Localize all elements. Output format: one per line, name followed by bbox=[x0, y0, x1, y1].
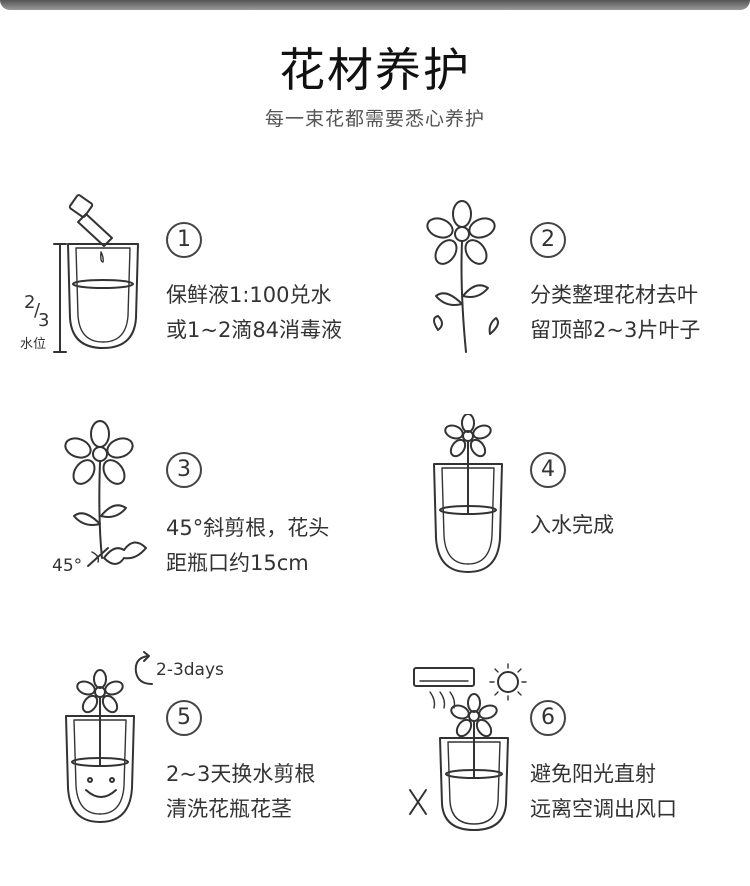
step-6-line2: 远离空调出风口 bbox=[530, 797, 677, 821]
page-title: 花材养护 bbox=[279, 43, 471, 97]
step-4-line1: 入水完成 bbox=[530, 513, 614, 537]
top-decorative-bar bbox=[0, 0, 750, 10]
step-5-illustration bbox=[60, 648, 170, 830]
step-1-line2: 或1~2滴84消毒液 bbox=[166, 318, 343, 342]
vase-icon bbox=[439, 737, 509, 831]
cross-icon bbox=[409, 789, 427, 815]
angle-label: 45° bbox=[52, 556, 83, 576]
step-5-line2: 清洗花瓶花茎 bbox=[166, 797, 292, 821]
cycle-days-label: 2-3days bbox=[156, 660, 224, 680]
flower-icon bbox=[450, 693, 498, 779]
step-2-number: 2 bbox=[530, 222, 566, 258]
step-4-number: 4 bbox=[530, 452, 566, 488]
flower-icon bbox=[76, 669, 124, 767]
cycle-arrow-icon bbox=[134, 651, 153, 685]
water-level-label: 水位 bbox=[20, 337, 47, 352]
fraction-numerator: 2 bbox=[24, 292, 36, 313]
step-1-illustration bbox=[20, 192, 150, 362]
vase-icon bbox=[433, 463, 503, 573]
flower-icon bbox=[64, 420, 147, 567]
step-3-illustration bbox=[48, 420, 158, 580]
step-3-line2: 距瓶口约15cm bbox=[166, 551, 309, 575]
step-6-number: 6 bbox=[530, 700, 566, 736]
step-6-illustration bbox=[400, 654, 530, 834]
step-3-number: 3 bbox=[166, 452, 202, 488]
fraction-slash: / bbox=[34, 300, 41, 321]
step-1-number: 1 bbox=[166, 222, 202, 258]
step-3-line1: 45°斜剪根，花头 bbox=[166, 516, 330, 540]
flower-icon bbox=[426, 200, 499, 353]
sun-icon bbox=[489, 663, 527, 701]
step-2-line1: 分类整理花材去叶 bbox=[530, 283, 698, 307]
step-1-line1: 保鲜液1:100兑水 bbox=[166, 283, 332, 307]
page-subtitle: 每一束花都需要悉心养护 bbox=[264, 108, 485, 130]
step-4-illustration bbox=[424, 414, 514, 580]
smile-icon bbox=[85, 777, 117, 798]
step-2-line2: 留顶部2~3片叶子 bbox=[530, 318, 701, 342]
vase-icon bbox=[67, 243, 139, 349]
air-conditioner-icon bbox=[413, 667, 475, 709]
step-6-line1: 避免阳光直射 bbox=[530, 762, 656, 786]
fraction-denominator: 3 bbox=[38, 310, 50, 331]
flower-icon bbox=[444, 414, 492, 515]
step-5-number: 5 bbox=[166, 700, 202, 736]
step-2-illustration bbox=[416, 200, 516, 360]
step-5-line1: 2~3天换水剪根 bbox=[166, 762, 316, 786]
bottle-icon bbox=[68, 194, 113, 247]
vase-icon bbox=[65, 715, 135, 823]
